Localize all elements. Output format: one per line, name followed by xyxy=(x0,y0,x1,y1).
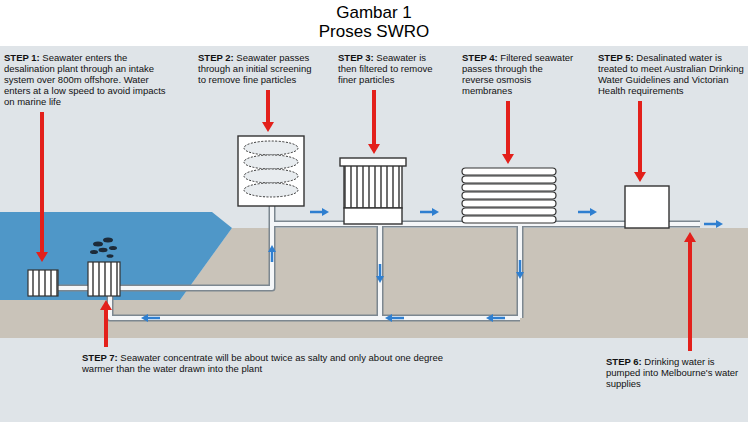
step-callout: STEP 2: Seawater passes through an initi… xyxy=(198,52,320,85)
step-number: STEP 3: xyxy=(338,52,374,63)
callout-arrowhead xyxy=(36,252,48,262)
step-callout: STEP 7: Seawater concentrate will be abo… xyxy=(82,352,454,374)
callout-arrowhead xyxy=(684,232,696,242)
step-number: STEP 6: xyxy=(606,356,642,367)
callout-arrow xyxy=(506,101,510,154)
callout-arrows xyxy=(36,90,696,351)
callout-arrow xyxy=(688,242,692,351)
callout-arrowhead xyxy=(100,300,112,310)
ro-membranes xyxy=(462,168,556,223)
callout-arrowhead xyxy=(634,172,646,182)
callout-arrowhead xyxy=(502,154,514,164)
step-description: Seawater concentrate will be about twice… xyxy=(82,352,443,374)
callout-arrow xyxy=(104,310,108,347)
filter-unit xyxy=(340,158,406,224)
panel-ground xyxy=(0,46,748,422)
step-number: STEP 1: xyxy=(4,52,40,63)
outlet-grate xyxy=(88,262,120,296)
callout-arrow xyxy=(638,101,642,172)
step-callout: STEP 5: Desalinated water is treated to … xyxy=(598,52,744,96)
figure-title: Gambar 1 Proses SWRO xyxy=(312,3,436,41)
step-number: STEP 2: xyxy=(198,52,234,63)
step-number: STEP 7: xyxy=(82,352,118,363)
pipes xyxy=(58,206,700,318)
step-callout: STEP 6: Drinking water is pumped into Me… xyxy=(606,356,744,389)
callout-arrow xyxy=(266,90,270,122)
step-number: STEP 4: xyxy=(462,52,498,63)
step-callout: STEP 1: Seawater enters the desalination… xyxy=(4,52,170,107)
callout-arrow xyxy=(372,90,376,144)
flow-arrows xyxy=(141,208,723,322)
callout-arrow xyxy=(40,112,44,252)
intake-grate xyxy=(28,270,58,296)
callout-arrowhead xyxy=(368,144,380,154)
callout-arrowhead xyxy=(262,122,274,132)
step-callout: STEP 3: Seawater is then filtered to rem… xyxy=(338,52,444,85)
step-callout: STEP 4: Filtered seawater passes through… xyxy=(462,52,574,96)
step-number: STEP 5: xyxy=(598,52,634,63)
fish xyxy=(90,238,117,258)
treatment-tank xyxy=(625,186,669,228)
screening-drum xyxy=(238,136,304,206)
